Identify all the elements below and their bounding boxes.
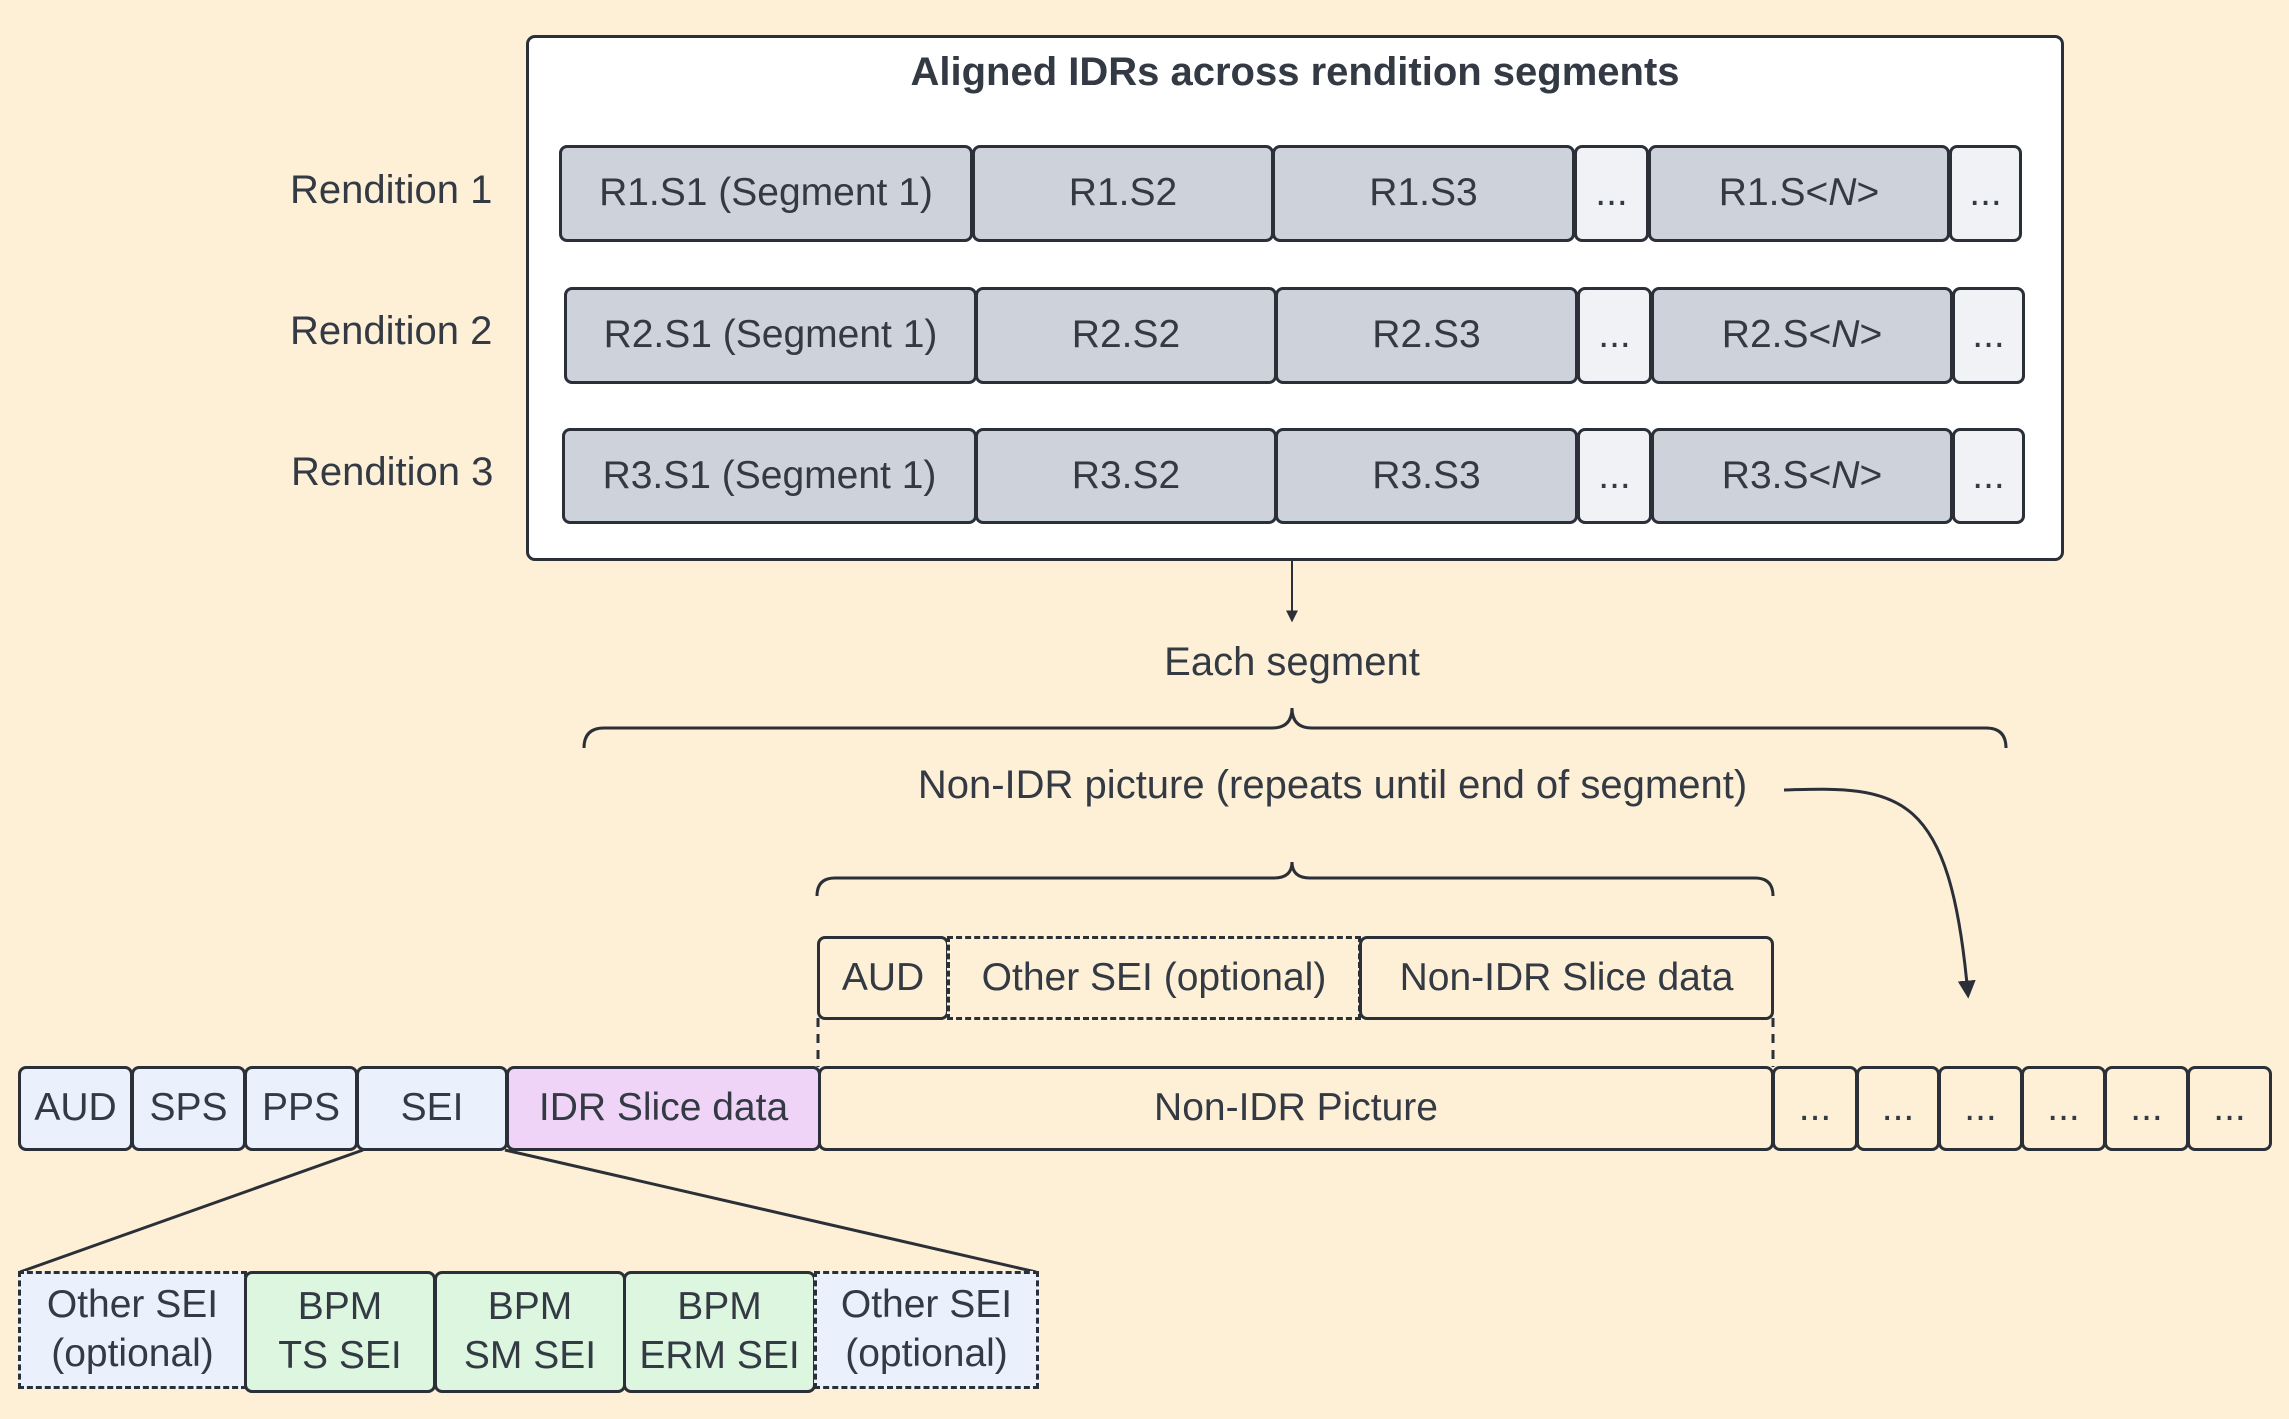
nth-var: N — [1828, 171, 1857, 215]
ellipsis-box: ... — [1949, 145, 2022, 242]
ellipsis-box: ... — [1952, 428, 2025, 524]
segment-box-nth: R1.S<N> — [1648, 145, 1950, 242]
sei-line1: Other SEI — [840, 1283, 1013, 1327]
segment-box: R1.S3 — [1272, 145, 1575, 242]
nth-open: < — [1805, 171, 1829, 215]
segment-brace — [582, 707, 2008, 749]
sei-expand-right — [504, 1148, 1037, 1274]
stream-ellipsis-box: ... — [1856, 1066, 1940, 1151]
bpm-ts-sei-box: BPM TS SEI — [244, 1271, 436, 1393]
non-idr-other-sei-box: Other SEI (optional) — [947, 936, 1361, 1020]
ellipsis-box: ... — [1952, 287, 2025, 384]
segment-box: R1.S2 — [972, 145, 1274, 242]
rendition-label: Rendition 1 — [290, 168, 493, 212]
sei-line2: SM SEI — [463, 1334, 597, 1377]
sei-line2: (optional) — [51, 1332, 214, 1375]
bpm-erm-sei-box: BPM ERM SEI — [623, 1271, 816, 1393]
panel-title: Aligned IDRs across rendition segments — [910, 50, 1680, 94]
stream-ellipsis-box: ... — [1772, 1066, 1858, 1151]
segment-box: R1.S1 (Segment 1) — [559, 145, 973, 242]
sei-line1: BPM — [487, 1285, 573, 1329]
pps-nal-box: PPS — [244, 1066, 358, 1151]
sei-line1: BPM — [297, 1285, 383, 1329]
segment-prefix: R3.S — [1721, 453, 1809, 497]
rendition-label: Rendition 3 — [291, 450, 494, 494]
segment-box: R2.S3 — [1275, 287, 1578, 384]
segment-box-nth: R2.S<N> — [1651, 287, 1953, 384]
segment-box: R3.S1 (Segment 1) — [562, 428, 977, 524]
other-sei-optional-box: Other SEI (optional) — [814, 1271, 1039, 1389]
non-idr-slice-box: Non-IDR Slice data — [1359, 936, 1774, 1020]
stream-ellipsis-box: ... — [2021, 1066, 2106, 1151]
stream-ellipsis-box: ... — [2104, 1066, 2189, 1151]
sps-nal-box: SPS — [131, 1066, 246, 1151]
segment-box: R3.S3 — [1275, 428, 1578, 524]
stream-ellipsis-box: ... — [2187, 1066, 2272, 1151]
aud-nal-box: AUD — [18, 1066, 133, 1151]
nth-open: < — [1808, 453, 1832, 497]
ellipsis-box: ... — [1577, 287, 1652, 384]
sei-expand-left — [19, 1148, 364, 1274]
ellipsis-box: ... — [1577, 428, 1652, 524]
nth-close: > — [1859, 453, 1883, 497]
non-idr-picture-box: Non-IDR Picture — [818, 1066, 1774, 1151]
ellipsis-box: ... — [1574, 145, 1649, 242]
other-sei-optional-box: Other SEI (optional) — [18, 1271, 247, 1389]
segment-box-nth: R3.S<N> — [1651, 428, 1953, 524]
nth-open: < — [1808, 313, 1832, 357]
nth-close: > — [1859, 313, 1883, 357]
bpm-sm-sei-box: BPM SM SEI — [434, 1271, 626, 1393]
segment-prefix: R1.S — [1718, 171, 1806, 215]
sei-line2: (optional) — [845, 1332, 1008, 1375]
sei-line2: ERM SEI — [639, 1334, 800, 1377]
idr-slice-box: IDR Slice data — [506, 1066, 821, 1151]
segment-box: R2.S2 — [975, 287, 1277, 384]
sei-nal-box: SEI — [356, 1066, 508, 1151]
stream-ellipsis-box: ... — [1938, 1066, 2023, 1151]
nth-var: N — [1831, 313, 1860, 357]
non-idr-repeat-label: Non-IDR picture (repeats until end of se… — [917, 763, 1748, 807]
sei-line1: Other SEI — [46, 1283, 219, 1327]
segment-box: R3.S2 — [975, 428, 1277, 524]
segment-prefix: R2.S — [1721, 313, 1809, 357]
segment-box: R2.S1 (Segment 1) — [564, 287, 977, 384]
nth-var: N — [1831, 453, 1860, 497]
rendition-label: Rendition 2 — [290, 309, 493, 353]
sei-line2: TS SEI — [278, 1334, 402, 1377]
non-idr-aud-box: AUD — [817, 936, 949, 1020]
nth-close: > — [1856, 171, 1880, 215]
non-idr-brace — [815, 861, 1775, 897]
repeat-arrow — [1783, 787, 1976, 999]
sei-line1: BPM — [677, 1285, 762, 1329]
each-segment-label: Each segment — [1164, 640, 1420, 684]
